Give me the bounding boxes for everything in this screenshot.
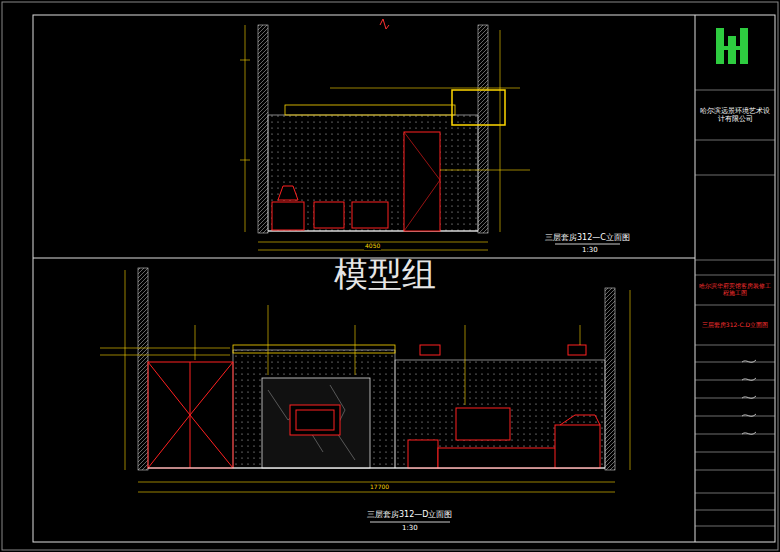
drawing-name: 三层套房312-C.D立面图	[697, 322, 773, 329]
watermark: 模型组	[334, 255, 436, 294]
dimension: 4050	[364, 243, 381, 250]
dimension: 17700	[369, 484, 390, 491]
company-name: 哈尔滨远景环境艺术设计有限公司	[699, 107, 771, 123]
project-name: 哈尔滨华府宾馆客房装修工程施工图	[697, 283, 773, 297]
view-title: 三层套房312—D立面图	[366, 510, 453, 519]
scale-note: 1:30	[581, 246, 599, 254]
scale-note: 1:30	[401, 524, 419, 532]
view-title: 三层套房312—C立面图	[544, 233, 631, 242]
